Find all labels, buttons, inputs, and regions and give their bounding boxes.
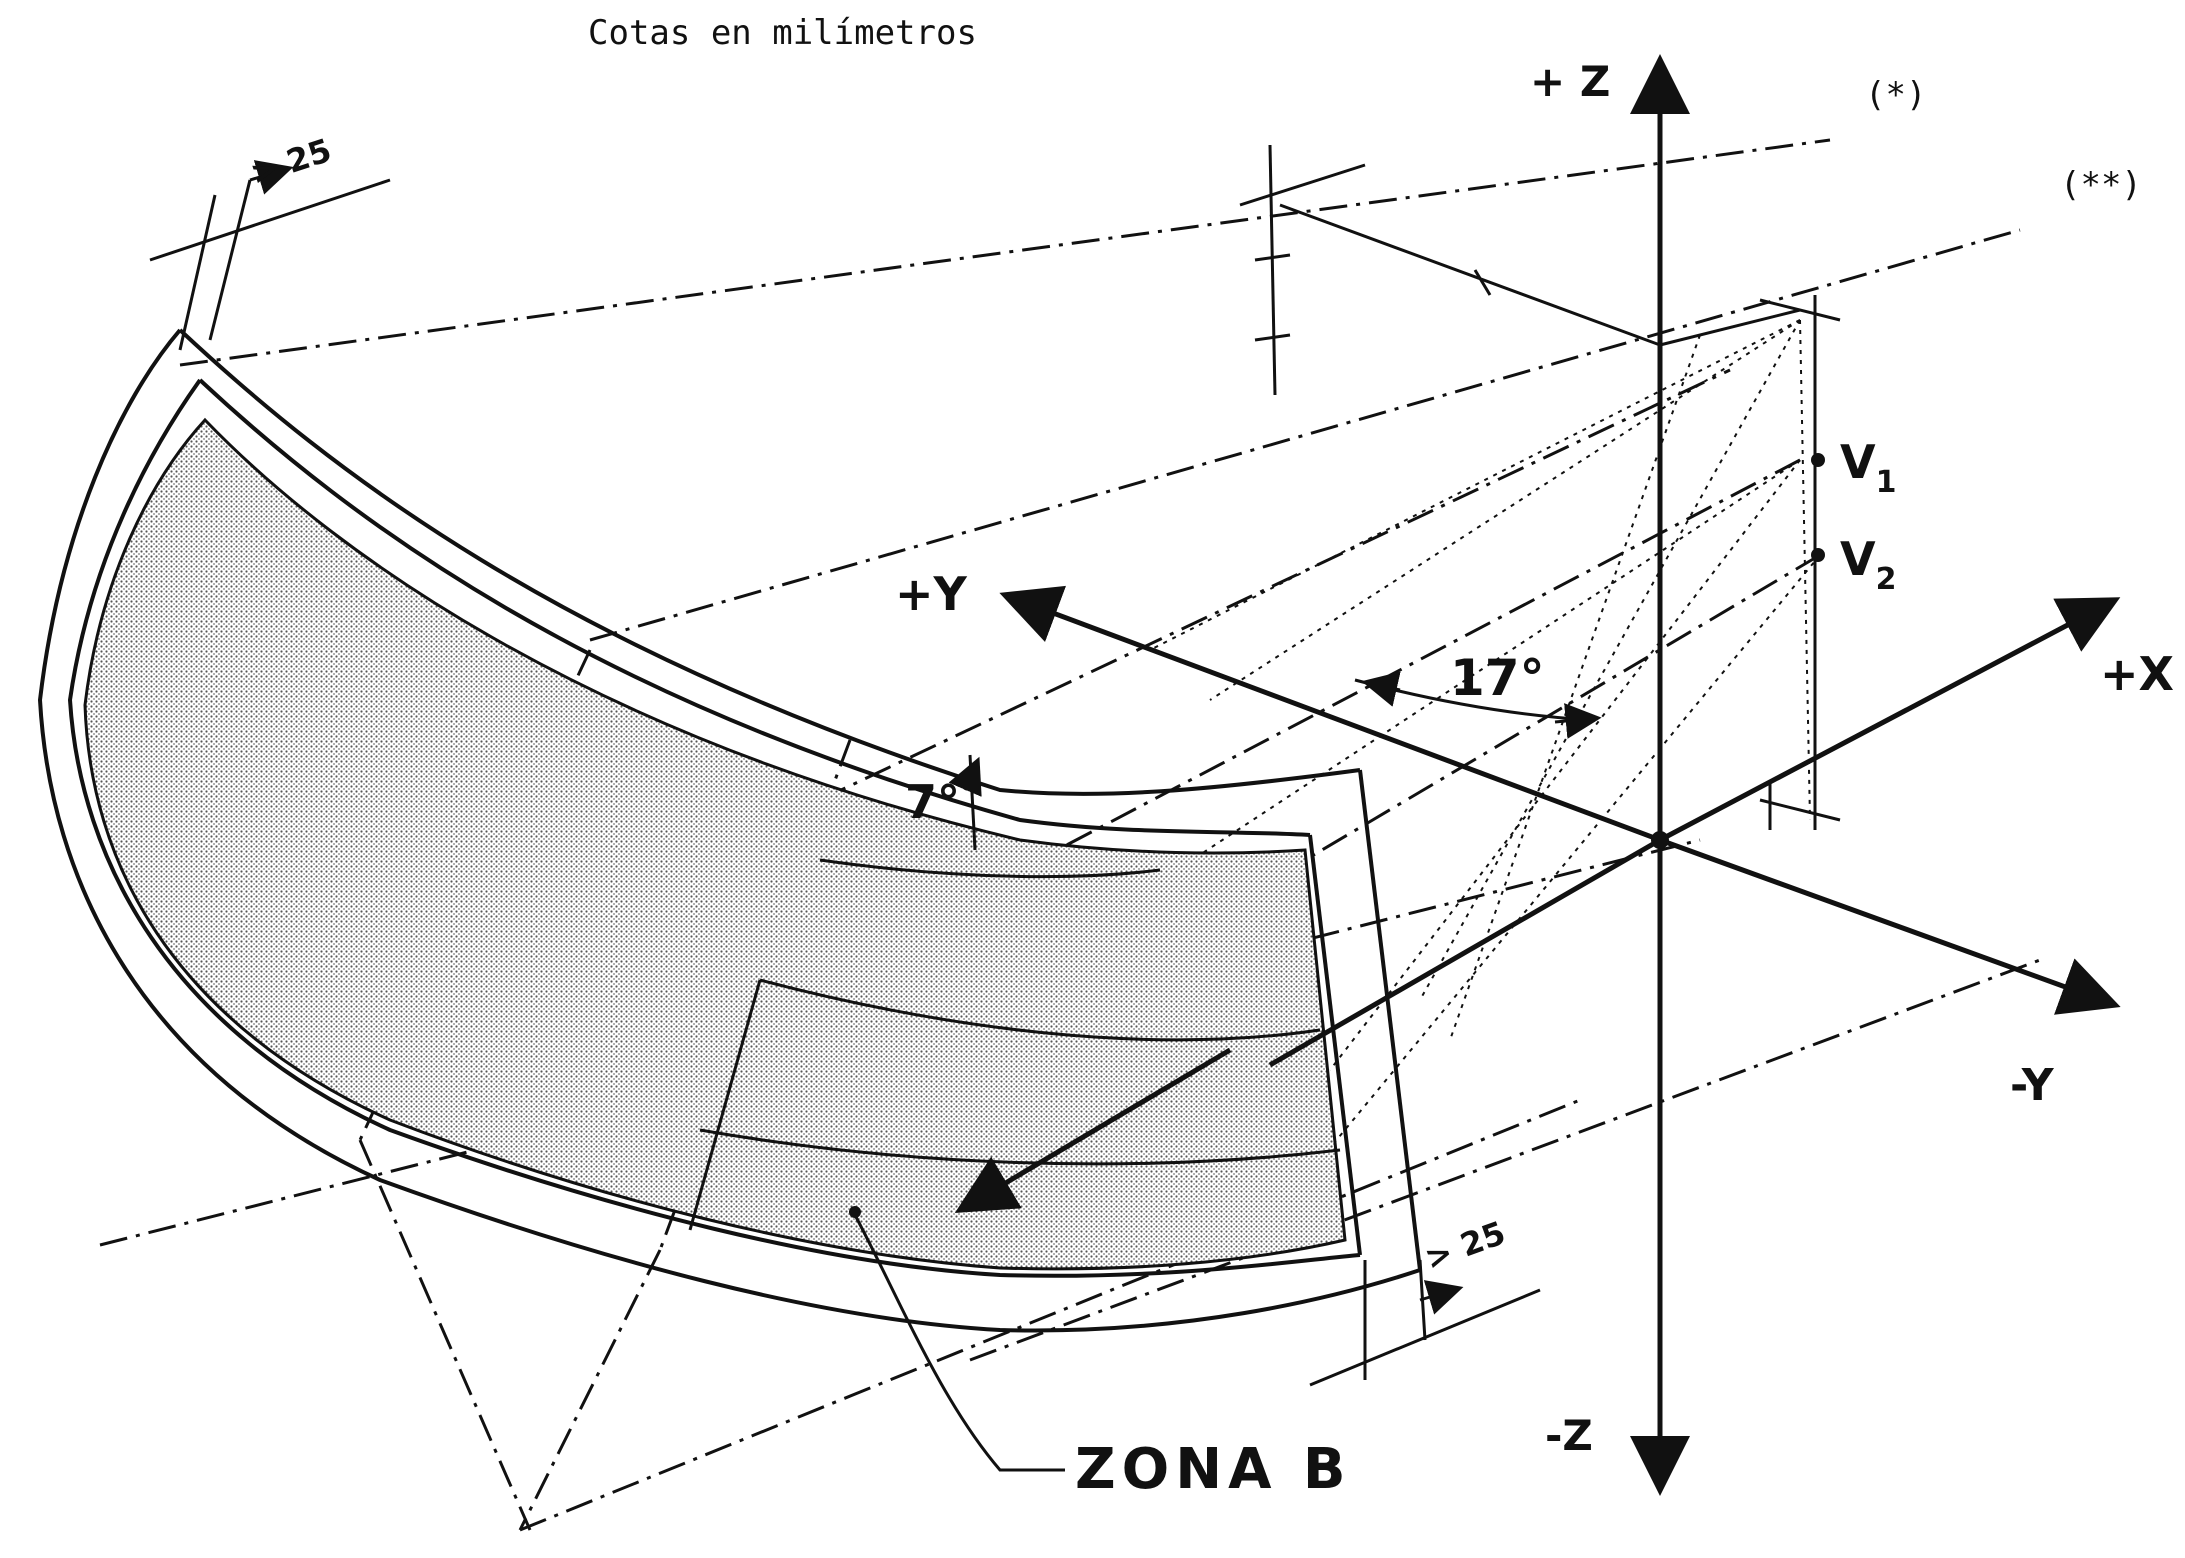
view-direction-arrow bbox=[954, 1047, 1232, 1214]
y-axis bbox=[999, 585, 1661, 843]
centre-line-slant-mid-2 bbox=[518, 1249, 662, 1531]
outer-left-edge bbox=[37, 328, 1421, 1333]
point-v2-label: V2 bbox=[1840, 532, 1896, 597]
zona-b-leader-dot bbox=[849, 1206, 861, 1218]
note-single-asterisk: (*) bbox=[1865, 75, 1926, 115]
outer-top-edge bbox=[178, 328, 1361, 796]
right-edge bbox=[1358, 769, 1422, 1271]
projection-lines bbox=[1039, 319, 1821, 1161]
point-v1-letter: V bbox=[1840, 435, 1876, 489]
centre-line-bottom bbox=[519, 1098, 1581, 1532]
axis-label-x-pos: +X bbox=[2100, 647, 2174, 701]
axis-label-z-pos: + Z bbox=[1530, 57, 1610, 106]
point-v2-marker bbox=[1811, 548, 1825, 562]
dimension-bracket-upper bbox=[1239, 144, 1801, 396]
angle-label-small: 7° bbox=[905, 775, 960, 829]
zona-b-shaded-area bbox=[83, 417, 1347, 1271]
zona-b-label: ZONA B bbox=[1075, 1437, 1352, 1502]
centre-line-slant-left-2 bbox=[358, 1139, 532, 1531]
zona-b-leader bbox=[853, 1214, 1065, 1472]
dimension-label-top: > 25 bbox=[246, 131, 336, 193]
note-double-asterisk: (**) bbox=[2060, 165, 2142, 205]
angle-label-large: 17° bbox=[1450, 649, 1545, 707]
angle-7-arc bbox=[948, 754, 982, 851]
inner-left-edge bbox=[67, 378, 1361, 1278]
right-edge-inner bbox=[1308, 834, 1362, 1256]
dimension-label-bottom: > 25 bbox=[1420, 1214, 1511, 1278]
axis-label-z-neg: -Z bbox=[1545, 1411, 1593, 1460]
inner-top-edge bbox=[198, 378, 1311, 837]
dimension-top-left bbox=[149, 160, 391, 351]
x-axis bbox=[1658, 597, 2121, 843]
centre-line-mid bbox=[819, 368, 1731, 802]
windscreen-outline bbox=[37, 328, 1422, 1333]
v-points-guide bbox=[1759, 295, 1841, 830]
angle-17-arc bbox=[1354, 671, 1602, 739]
point-v1-label: V1 bbox=[1840, 435, 1896, 500]
centre-line-upper bbox=[179, 138, 1831, 367]
coordinate-axes bbox=[999, 54, 2121, 1496]
diagram-title: Cotas en milímetros bbox=[588, 13, 977, 53]
point-v1-subscript: 1 bbox=[1876, 465, 1897, 500]
point-v2-subscript: 2 bbox=[1876, 562, 1897, 597]
point-v2-letter: V bbox=[1840, 532, 1876, 586]
dimension-bottom-right bbox=[1309, 1259, 1541, 1387]
centre-line-v1-a bbox=[999, 458, 1801, 882]
y-axis-neg bbox=[1659, 837, 2121, 1015]
axes-origin bbox=[1651, 831, 1669, 849]
axis-label-y-pos: +Y bbox=[895, 567, 968, 621]
point-v1-marker bbox=[1811, 453, 1825, 467]
centre-line-upper-2 bbox=[589, 228, 2021, 642]
axis-label-y-neg: -Y bbox=[2010, 1060, 2055, 1111]
centre-line-diag-a bbox=[969, 958, 2041, 1362]
x-axis-back bbox=[1268, 837, 1662, 1068]
